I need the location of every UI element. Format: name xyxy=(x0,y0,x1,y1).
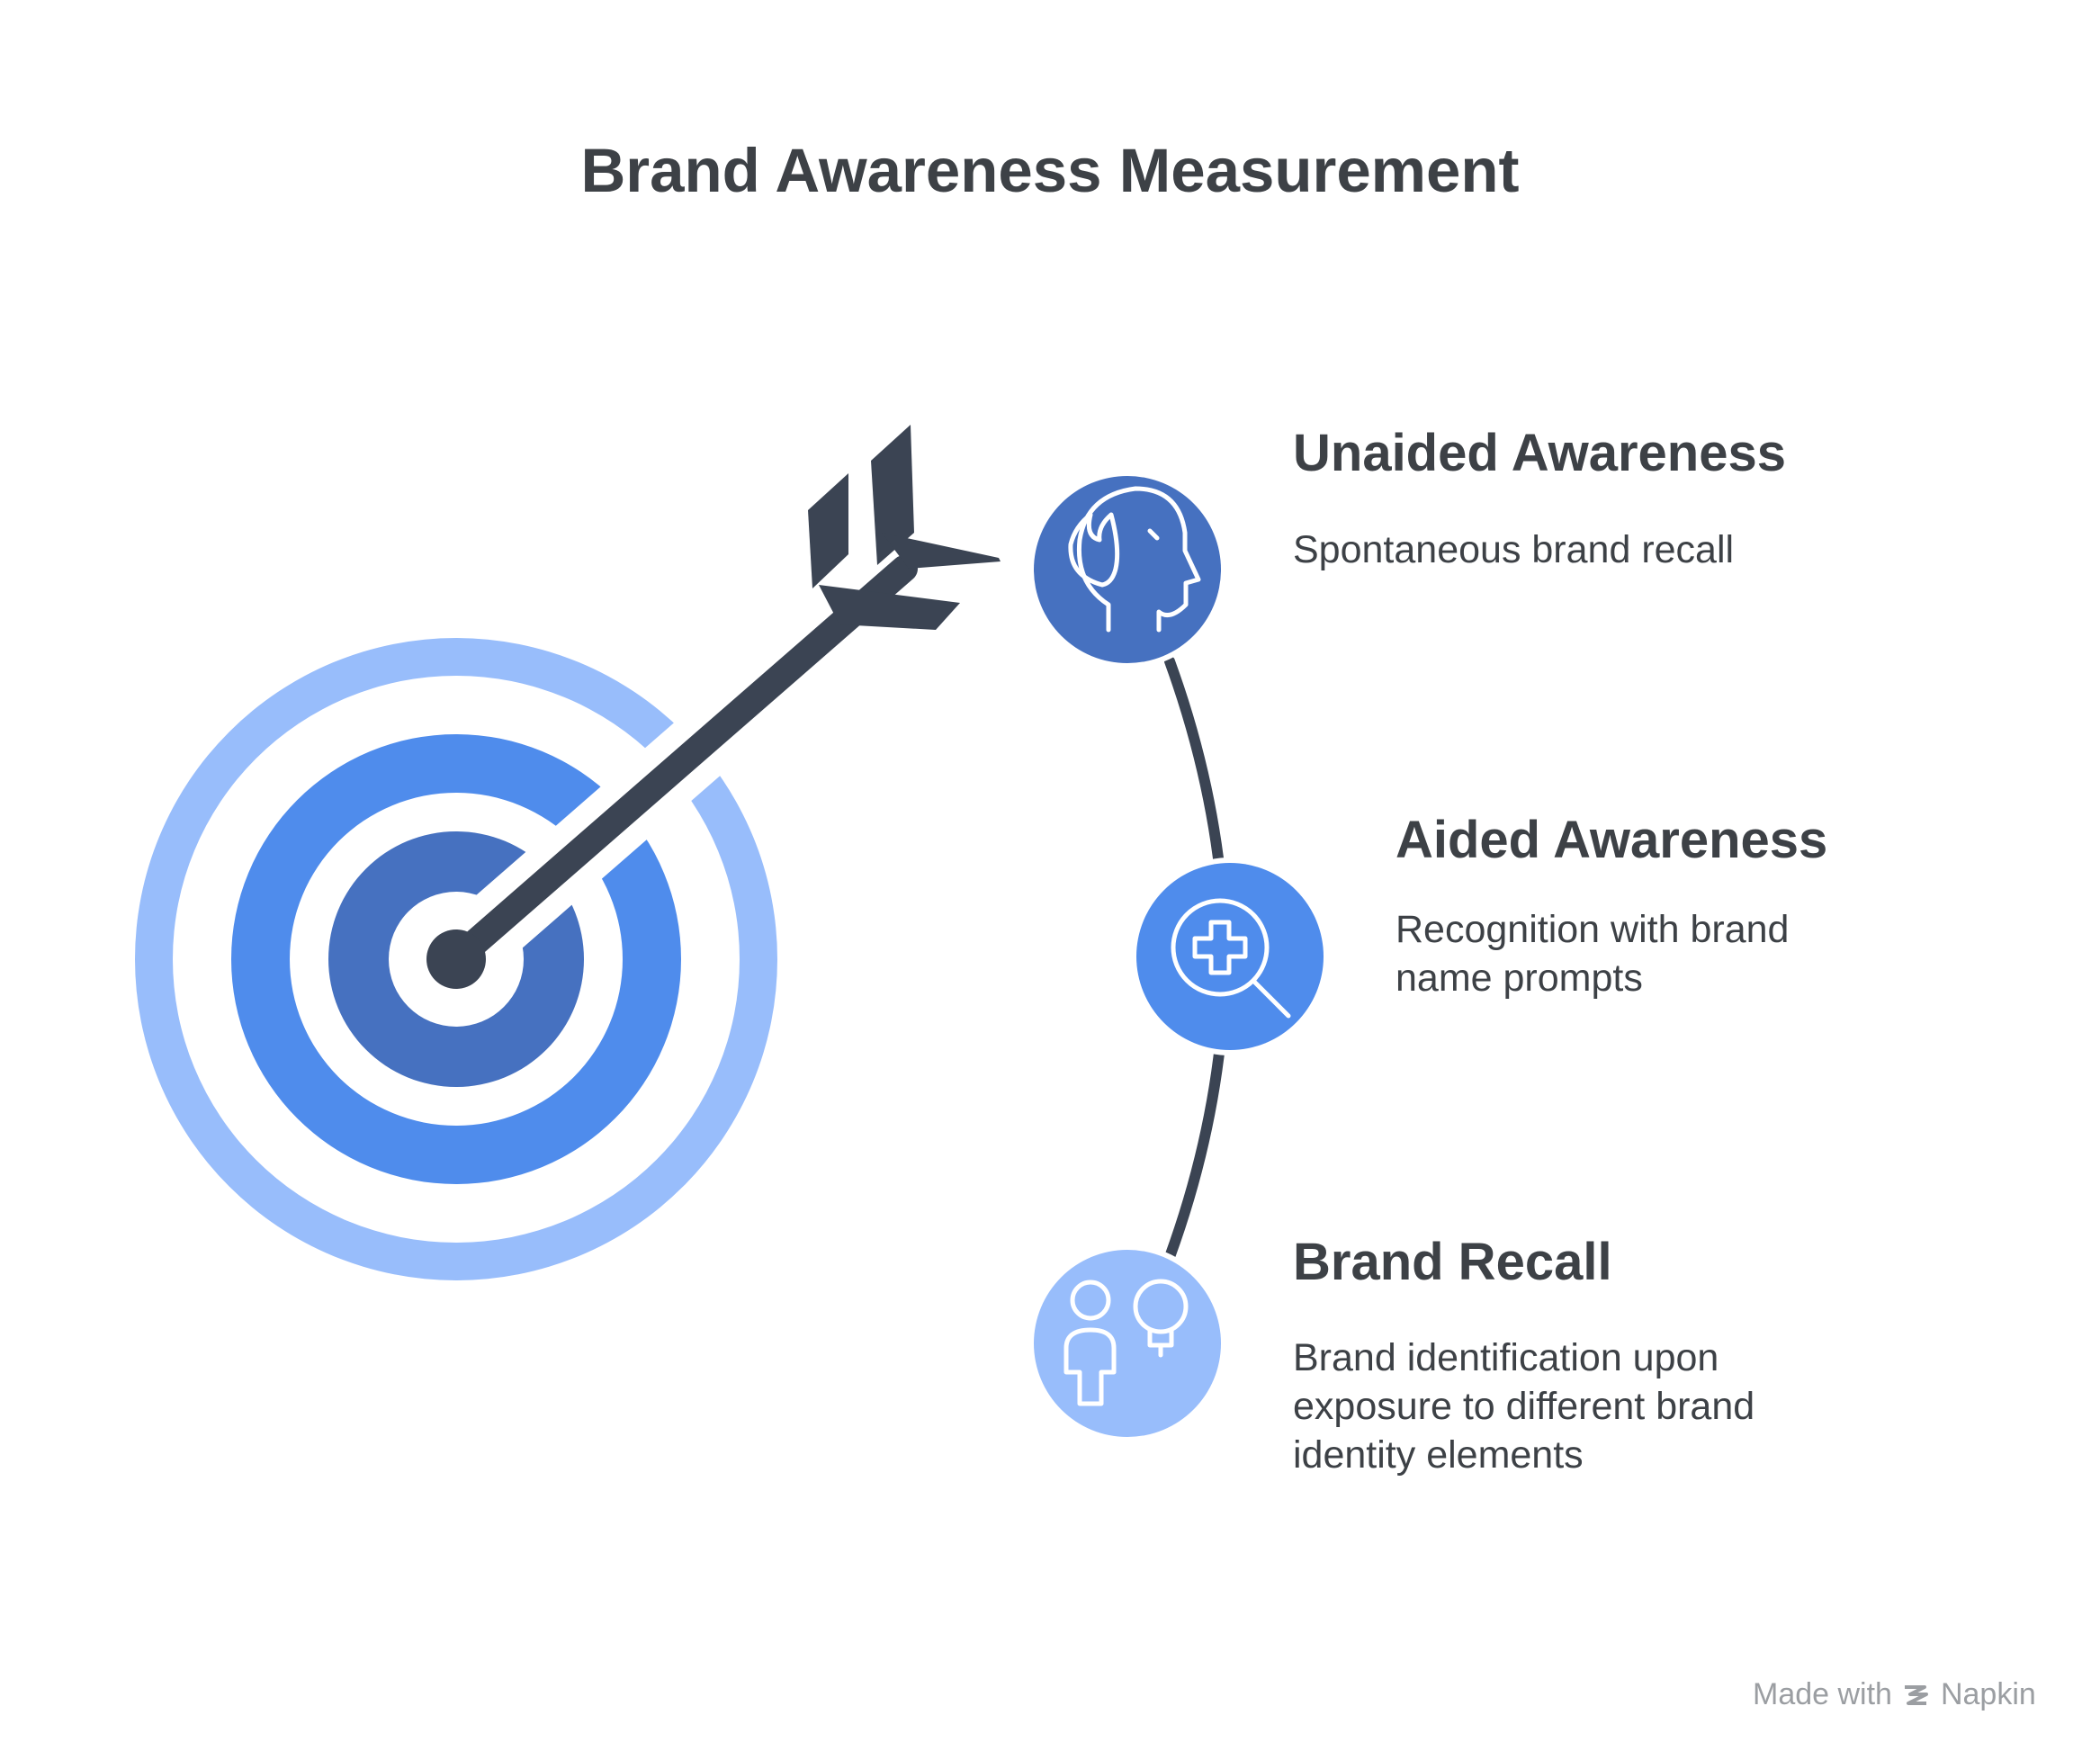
napkin-watermark[interactable]: Made with Napkin xyxy=(1753,1677,2036,1712)
aided-awareness-title: Aided Awareness xyxy=(1396,811,1828,869)
unaided-awareness-description: Spontaneous brand recall xyxy=(1293,528,1735,571)
aided-awareness-description: Recognition with brand name prompts xyxy=(1396,908,1790,1000)
diagram-title: Brand Awareness Measurement xyxy=(580,136,1520,205)
unaided-awareness-node xyxy=(1028,471,1226,669)
brand-recall-title: Brand Recall xyxy=(1293,1233,1612,1291)
magnifier-plus-icon xyxy=(1171,898,1291,1019)
watermark-brand: Napkin xyxy=(1940,1677,2036,1711)
head-flame-icon xyxy=(1068,486,1201,633)
watermark-prefix: Made with xyxy=(1753,1677,1892,1711)
aided-awareness-node xyxy=(1131,858,1329,1055)
napkin-logo-icon xyxy=(1904,1684,1928,1705)
unaided-awareness-title: Unaided Awareness xyxy=(1293,424,1786,482)
brand-recall-node xyxy=(1028,1244,1226,1442)
arrow-icon xyxy=(426,425,1001,989)
brand-recall-description: Brand identification upon exposure to di… xyxy=(1293,1336,1755,1477)
person-lightbulb-icon xyxy=(1063,1279,1189,1406)
